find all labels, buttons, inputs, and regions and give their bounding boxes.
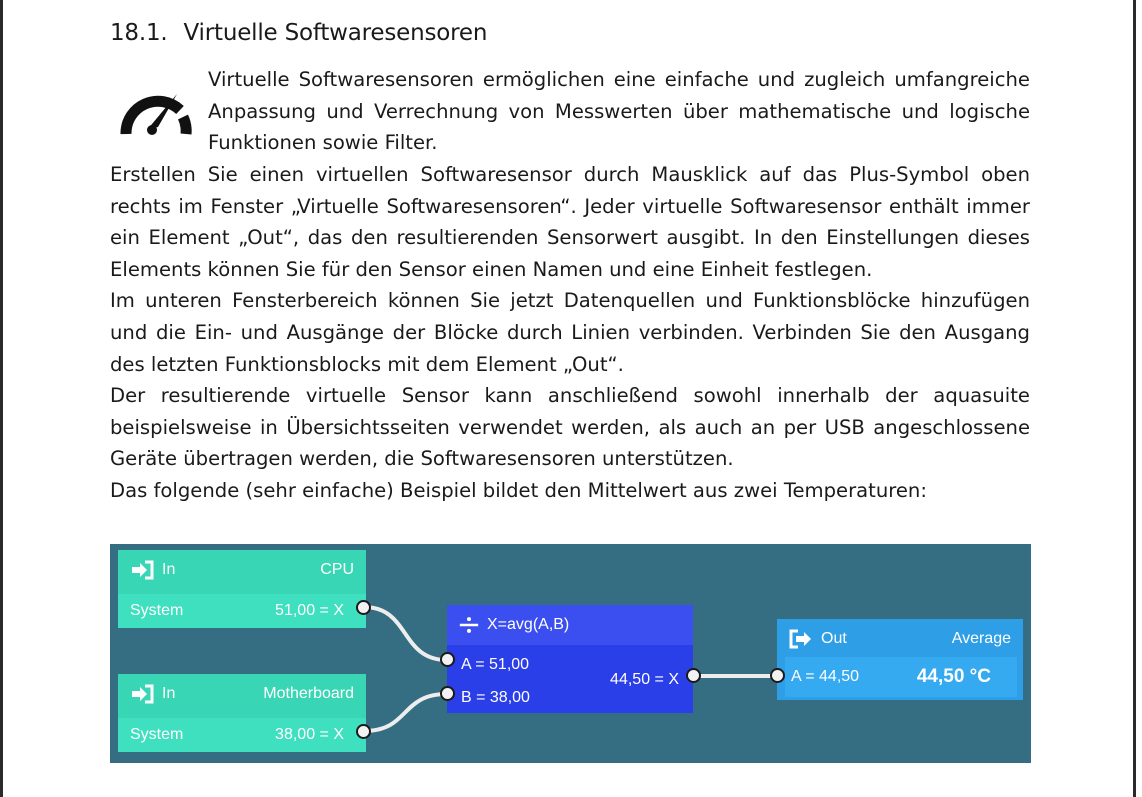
sign-in-icon bbox=[132, 560, 154, 580]
page-border-right bbox=[1133, 0, 1136, 797]
input-node-motherboard[interactable]: In Motherboard System 38,00 = X bbox=[118, 674, 366, 752]
input-port-a[interactable] bbox=[440, 652, 455, 667]
paragraph-result-usage: Der resultierende virtuelle Sensor kann … bbox=[110, 384, 1030, 471]
wire-motherboard-to-b bbox=[363, 692, 448, 733]
input-sensor-name: Motherboard bbox=[263, 685, 354, 702]
input-sensor-name: CPU bbox=[320, 561, 354, 578]
page-border-left bbox=[0, 0, 3, 797]
input-source: System bbox=[130, 602, 184, 619]
intro-paragraph: Virtuelle Softwaresensoren ermöglichen e… bbox=[208, 68, 1030, 155]
input-value: 38,00 = X bbox=[275, 726, 344, 743]
divide-icon bbox=[459, 617, 479, 633]
input-source: System bbox=[130, 726, 184, 743]
body-text: Erstellen Sie einen virtuellen Softwares… bbox=[110, 159, 1030, 507]
paragraph-add-blocks: Im unteren Fensterbereich können Sie jet… bbox=[110, 289, 1030, 376]
sensor-flow-diagram: In CPU System 51,00 = X In Motherboard S… bbox=[110, 544, 1031, 763]
output-node-average[interactable]: Out Average A = 44,50 44,50 °C bbox=[777, 619, 1023, 700]
function-output: 44,50 = X bbox=[610, 671, 679, 688]
sign-in-icon bbox=[132, 684, 154, 704]
input-label: In bbox=[162, 685, 176, 702]
function-formula: X=avg(A,B) bbox=[487, 616, 570, 633]
output-sensor-name: Average bbox=[951, 630, 1011, 647]
output-port-function[interactable] bbox=[686, 668, 701, 683]
output-port-motherboard[interactable] bbox=[356, 724, 371, 739]
input-node-cpu[interactable]: In CPU System 51,00 = X bbox=[118, 550, 366, 628]
input-label: In bbox=[162, 561, 176, 578]
sign-out-icon bbox=[789, 629, 811, 649]
section-heading: 18.1. Virtuelle Softwaresensoren bbox=[110, 20, 487, 46]
paragraph-example-intro: Das folgende (sehr einfache) Beispiel bi… bbox=[110, 478, 927, 502]
wire-cpu-to-a bbox=[363, 605, 448, 662]
output-input: A = 44,50 bbox=[791, 668, 860, 685]
output-port-cpu[interactable] bbox=[356, 600, 371, 615]
connection-wires bbox=[363, 605, 777, 733]
input-value: 51,00 = X bbox=[275, 602, 344, 619]
section-number: 18.1. bbox=[110, 20, 168, 46]
input-port-out[interactable] bbox=[770, 668, 785, 683]
gauge-icon bbox=[120, 94, 192, 135]
output-value: 44,50 °C bbox=[916, 666, 991, 687]
function-node-average[interactable]: X=avg(A,B) A = 51,00 B = 38,00 44,50 = X bbox=[447, 605, 693, 713]
section-title: Virtuelle Softwaresensoren bbox=[183, 20, 488, 46]
paragraph-create-sensor: Erstellen Sie einen virtuellen Softwares… bbox=[110, 163, 1030, 281]
output-label: Out bbox=[821, 630, 847, 647]
input-port-b[interactable] bbox=[440, 686, 455, 701]
function-input-a: A = 51,00 bbox=[461, 656, 530, 673]
function-input-b: B = 38,00 bbox=[461, 689, 530, 706]
